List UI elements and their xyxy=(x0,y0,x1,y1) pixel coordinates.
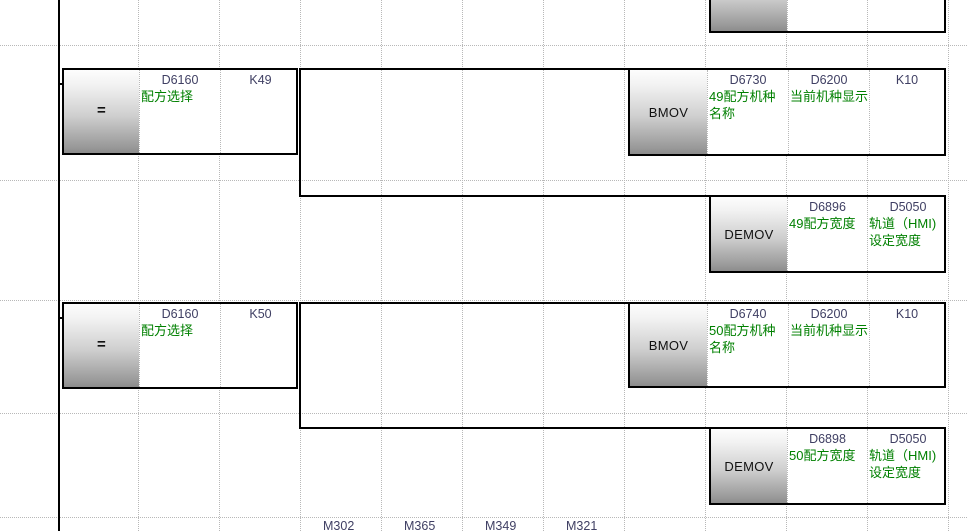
gridline-vertical xyxy=(624,0,626,531)
operand-cell-k10[interactable]: K10 xyxy=(869,304,944,386)
operand-device: D6898 xyxy=(809,432,846,446)
operand-cell-k50[interactable]: K50 xyxy=(220,304,300,387)
operand-cell-d6896[interactable]: D6896 49配方宽度 xyxy=(787,197,867,271)
operand-cell-k10[interactable]: K10 xyxy=(869,70,944,154)
operand-comment: 49配方机种名称 xyxy=(709,89,776,121)
operand-device: K10 xyxy=(895,307,919,321)
operand-cell-k49[interactable]: K49 xyxy=(220,70,300,153)
instruction-name-eq: = xyxy=(64,304,139,387)
gridline-horizontal xyxy=(0,300,967,302)
left-power-rail xyxy=(58,0,60,531)
instruction-name-bmov: BMOV xyxy=(630,304,707,386)
contact-label-m321[interactable]: M321 xyxy=(566,519,598,531)
operand-comment: 49配方宽度 xyxy=(789,216,856,231)
gridline-horizontal xyxy=(0,180,967,182)
block-demov-50[interactable]: DEMOV D6898 50配方宽度 D5050 轨道（HMI)设定宽度 xyxy=(709,427,946,505)
block-bmov-50[interactable]: BMOV D6740 50配方机种名称 D6200 当前机种显示 K10 xyxy=(628,302,946,388)
operand-cell-d6200[interactable]: D6200 当前机种显示 xyxy=(788,70,869,154)
contact-label-m349[interactable]: M349 xyxy=(485,519,517,531)
gridline-vertical xyxy=(948,0,950,531)
gridline-vertical xyxy=(219,0,221,531)
operand-device: D6200 xyxy=(810,73,848,87)
operand-list: D6730 49配方机种名称 D6200 当前机种显示 K10 xyxy=(707,70,944,154)
block-compare-eq-50[interactable]: = D6160 配方选择 K50 xyxy=(62,302,298,389)
operand-list: D6740 50配方机种名称 D6200 当前机种显示 K10 xyxy=(707,304,944,386)
operand-comment: 轨道（HMI)设定宽度 xyxy=(869,216,937,248)
operand-cell[interactable]: 设定宽度 xyxy=(867,0,948,31)
gridline-vertical xyxy=(381,0,383,531)
instruction-name-demov: DEMOV xyxy=(711,197,787,271)
operand-list: 度 设定宽度 xyxy=(787,0,948,31)
operand-cell-d6740[interactable]: D6740 50配方机种名称 xyxy=(707,304,788,386)
operand-cell-d5050[interactable]: D5050 轨道（HMI)设定宽度 xyxy=(867,429,948,503)
operand-cell-d6200[interactable]: D6200 当前机种显示 xyxy=(788,304,869,386)
operand-cell-d6160[interactable]: D6160 配方选择 xyxy=(139,70,220,153)
instruction-name-demov: DEMOV xyxy=(711,429,787,503)
wire-branch-to-demov-49 xyxy=(299,195,711,197)
operand-cell[interactable]: 度 xyxy=(787,0,867,31)
operand-comment: 当前机种显示 xyxy=(790,323,869,338)
contact-label-m365[interactable]: M365 xyxy=(404,519,436,531)
gridline-horizontal xyxy=(0,517,967,519)
operand-list: D6898 50配方宽度 D5050 轨道（HMI)设定宽度 xyxy=(787,429,948,503)
gridline-vertical xyxy=(543,0,545,531)
operand-comment: 50配方机种名称 xyxy=(709,323,776,355)
operand-device: D6740 xyxy=(729,307,767,321)
wire-branch-to-bmov-49 xyxy=(299,68,631,70)
operand-comment: 配方选择 xyxy=(141,89,194,104)
operand-list: D6896 49配方宽度 D5050 轨道（HMI)设定宽度 xyxy=(787,197,948,271)
wire-rail-to-compare-49 xyxy=(58,83,64,85)
operand-device: K50 xyxy=(249,307,272,321)
operand-device: D6200 xyxy=(810,307,848,321)
gridline-vertical xyxy=(462,0,464,531)
block-demov-top-partial[interactable]: DEMOV 度 设定宽度 xyxy=(709,0,946,33)
operand-comment: 轨道（HMI)设定宽度 xyxy=(869,448,937,480)
operand-cell-d6730[interactable]: D6730 49配方机种名称 xyxy=(707,70,788,154)
gridline-horizontal xyxy=(0,413,967,415)
block-compare-eq-49[interactable]: = D6160 配方选择 K49 xyxy=(62,68,298,155)
operand-list: D6160 配方选择 K49 xyxy=(139,70,300,153)
operand-device: D6730 xyxy=(729,73,767,87)
wire-branch-vertical-49 xyxy=(299,68,301,197)
instruction-name-demov: DEMOV xyxy=(711,0,787,31)
gridline-vertical xyxy=(705,0,707,531)
gridline-vertical xyxy=(300,0,302,531)
operand-device: D6160 xyxy=(161,307,199,321)
operand-cell-d5050[interactable]: D5050 轨道（HMI)设定宽度 xyxy=(867,197,948,271)
operand-device: K10 xyxy=(895,73,919,87)
wire-rail-to-compare-50 xyxy=(58,317,64,319)
operand-device: D5050 xyxy=(889,200,927,214)
block-bmov-49[interactable]: BMOV D6730 49配方机种名称 D6200 当前机种显示 K10 xyxy=(628,68,946,156)
gridline-vertical xyxy=(138,0,140,531)
operand-comment: 当前机种显示 xyxy=(790,89,869,104)
operand-cell-d6898[interactable]: D6898 50配方宽度 xyxy=(787,429,867,503)
contact-label-m302[interactable]: M302 xyxy=(323,519,355,531)
instruction-name-bmov: BMOV xyxy=(630,70,707,154)
wire-branch-to-bmov-50 xyxy=(299,302,631,304)
gridline-horizontal xyxy=(0,45,967,47)
operand-device: D6896 xyxy=(809,200,846,214)
operand-device: K49 xyxy=(249,73,272,87)
operand-list: D6160 配方选择 K50 xyxy=(139,304,300,387)
operand-device: D5050 xyxy=(889,432,927,446)
wire-branch-vertical-50 xyxy=(299,302,301,429)
operand-comment: 50配方宽度 xyxy=(789,448,856,463)
operand-cell-d6160[interactable]: D6160 配方选择 xyxy=(139,304,220,387)
operand-device: D6160 xyxy=(161,73,199,87)
operand-comment: 配方选择 xyxy=(141,323,194,338)
wire-branch-to-demov-50 xyxy=(299,427,711,429)
block-demov-49[interactable]: DEMOV D6896 49配方宽度 D5050 轨道（HMI)设定宽度 xyxy=(709,195,946,273)
instruction-name-eq: = xyxy=(64,70,139,153)
